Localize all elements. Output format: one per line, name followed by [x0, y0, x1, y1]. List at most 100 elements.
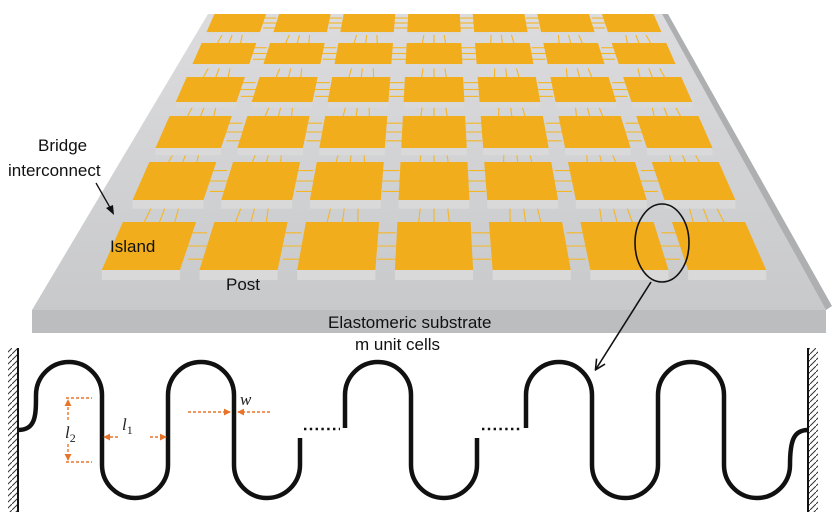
- island: [537, 14, 595, 35]
- island-top: [237, 116, 310, 148]
- island-front-side: [492, 270, 571, 280]
- island: [319, 116, 388, 156]
- island-top: [155, 116, 232, 148]
- island-front-side: [199, 270, 278, 280]
- island-top: [206, 14, 267, 32]
- island-front-side: [474, 32, 528, 35]
- island: [334, 43, 394, 69]
- island: [327, 77, 391, 108]
- island: [175, 77, 245, 108]
- island-front-side: [297, 270, 376, 280]
- island-front-side: [237, 148, 303, 156]
- island-front-side: [487, 200, 559, 209]
- bridge-pointer-arrowhead: [106, 205, 114, 215]
- island-front-side: [221, 200, 293, 209]
- island-front-side: [101, 270, 180, 280]
- island-top: [319, 116, 388, 148]
- island-front-side: [340, 32, 394, 35]
- island-front-side: [398, 200, 470, 209]
- island-top: [611, 43, 676, 64]
- island-front-side: [618, 64, 676, 69]
- island-top: [550, 77, 617, 102]
- island-top: [199, 222, 288, 270]
- island-top: [558, 116, 631, 148]
- island-top: [327, 77, 391, 102]
- island: [651, 162, 736, 209]
- dimension-l2: l2: [64, 397, 92, 463]
- island: [273, 14, 331, 35]
- island-top: [601, 14, 662, 32]
- island: [484, 162, 559, 209]
- island-top: [309, 162, 384, 200]
- island-front-side: [175, 102, 237, 108]
- island: [394, 222, 474, 280]
- island-top: [405, 43, 463, 64]
- island-label: Island: [110, 237, 155, 256]
- island: [543, 43, 605, 69]
- island-front-side: [263, 64, 321, 69]
- island: [671, 222, 767, 280]
- island-front-side: [646, 148, 713, 156]
- island: [155, 116, 232, 156]
- island-front-side: [251, 102, 313, 108]
- island-top: [567, 162, 647, 200]
- island: [623, 77, 693, 108]
- left-wall-anchor: [8, 348, 19, 512]
- island-top: [477, 77, 541, 102]
- serpentine-segment-left: [17, 359, 303, 501]
- island-top: [192, 43, 257, 64]
- island: [477, 77, 541, 108]
- island: [550, 77, 617, 108]
- island: [206, 14, 267, 35]
- island: [401, 116, 467, 156]
- island-top: [221, 162, 301, 200]
- bridge-label-line1: Bridge: [38, 136, 87, 155]
- bridge-label-line2: interconnect: [8, 161, 101, 180]
- dim-w-label: w: [240, 390, 252, 409]
- island-front-side: [132, 200, 204, 209]
- dimension-l1: l1: [103, 415, 167, 441]
- island: [611, 43, 676, 69]
- island: [474, 43, 534, 69]
- island-top: [651, 162, 736, 200]
- island-front-side: [575, 200, 647, 209]
- island-top: [175, 77, 245, 102]
- island: [132, 162, 217, 209]
- island-top: [488, 222, 571, 270]
- island-top: [636, 116, 713, 148]
- island-top: [403, 77, 465, 102]
- island-front-side: [590, 270, 669, 280]
- island-top: [297, 222, 380, 270]
- island-top: [543, 43, 605, 64]
- island-top: [398, 162, 470, 200]
- island-front-side: [405, 64, 463, 69]
- annotations: Bridge interconnect Island Post Elastome…: [8, 136, 690, 369]
- island-top: [263, 43, 325, 64]
- island: [405, 43, 463, 69]
- island-front-side: [327, 102, 389, 108]
- island: [340, 14, 396, 35]
- island-front-side: [155, 148, 222, 156]
- island-front-side: [401, 148, 467, 156]
- island-front-side: [664, 200, 736, 209]
- island-top: [273, 14, 331, 32]
- island-top: [334, 43, 394, 64]
- substrate-right-face: [662, 14, 832, 310]
- island-top: [472, 14, 528, 32]
- island-top: [537, 14, 595, 32]
- island-top: [580, 222, 669, 270]
- island-top: [132, 162, 217, 200]
- island-grid: [101, 14, 767, 280]
- dimension-w: w: [188, 390, 270, 416]
- island-front-side: [541, 32, 595, 35]
- dim-l1-label: l1: [122, 415, 133, 437]
- island-top: [407, 14, 461, 32]
- island-front-side: [273, 32, 327, 35]
- island-front-side: [394, 270, 474, 280]
- serpentine-detail: l2 l1 w: [8, 348, 818, 512]
- island-front-side: [309, 200, 381, 209]
- island-front-side: [555, 102, 617, 108]
- bridge-pointer-line: [95, 182, 113, 212]
- island: [558, 116, 631, 156]
